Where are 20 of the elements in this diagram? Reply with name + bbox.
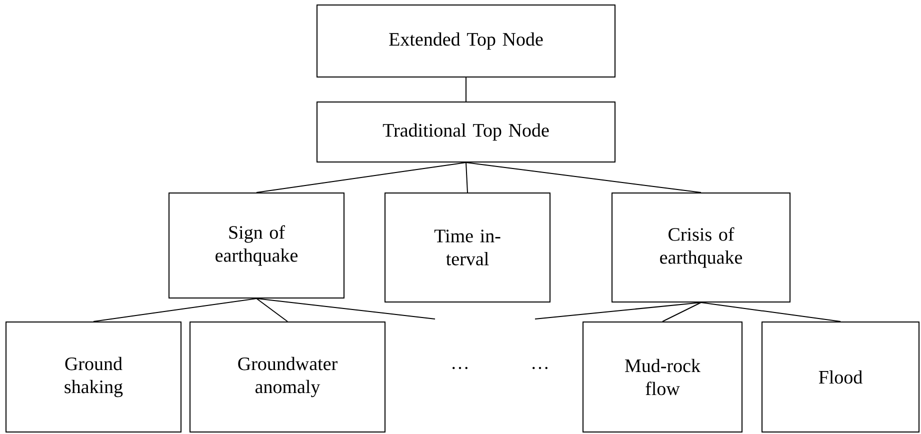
tree-box: Groundwater anomaly (190, 322, 386, 432)
tree-box: Traditional Top Node (316, 102, 616, 162)
connector-line (256, 162, 466, 193)
connector-line (93, 298, 257, 322)
connector-line (662, 302, 702, 322)
connector-line (700, 302, 841, 322)
tree-box: Time in- terval (384, 192, 550, 302)
ellipsis: … (452, 366, 468, 370)
tree-box: Sign of earthquake (168, 192, 344, 298)
connector-line (466, 162, 468, 193)
connector-line (466, 162, 702, 193)
ellipsis: … (532, 366, 548, 370)
tree-box: Ground shaking (6, 322, 182, 432)
connector-line (256, 298, 436, 320)
tree-box: Extended Top Node (316, 4, 616, 78)
connector-line (534, 302, 702, 320)
connector-line (256, 298, 288, 322)
tree-box: Mud-rock flow (582, 322, 742, 432)
tree-box: Crisis of earthquake (612, 192, 790, 302)
tree-box: Flood (762, 322, 920, 432)
